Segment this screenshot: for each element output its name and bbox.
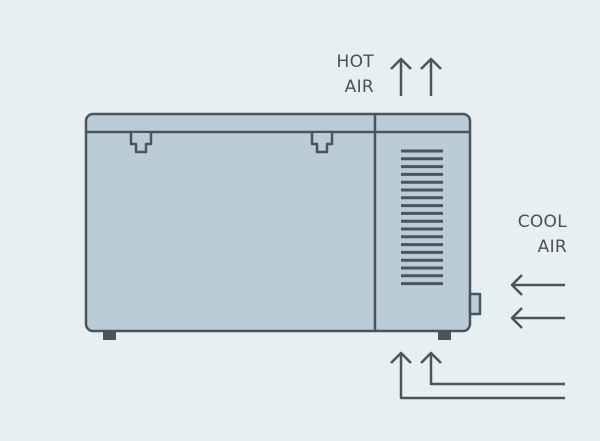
arrow-up-icon xyxy=(420,351,565,386)
hot-air-arrows xyxy=(390,57,442,96)
side-port xyxy=(468,292,482,316)
hot-air-label-line-1: HOT xyxy=(336,52,374,72)
intake-air-arrows xyxy=(390,351,565,400)
arrow-up-icon xyxy=(420,57,442,96)
foot-left xyxy=(103,331,116,340)
arrow-left-icon xyxy=(510,307,565,329)
arrow-left-icon xyxy=(510,274,565,296)
arrow-up-icon xyxy=(390,351,565,400)
foot-right xyxy=(438,331,451,340)
hinge-right xyxy=(310,133,334,154)
fridge-body xyxy=(84,112,472,333)
cool-air-arrows xyxy=(510,274,565,329)
vent-grille xyxy=(401,149,443,286)
fridge-feet xyxy=(103,331,451,340)
cool-air-label-line-2: AIR xyxy=(537,237,567,257)
cool-air-label-line-1: COOL xyxy=(517,212,567,232)
hot-air-label: HOT AIR xyxy=(318,50,374,100)
cool-air-label: COOL AIR xyxy=(490,210,567,260)
hinge-left xyxy=(129,133,153,154)
arrow-up-icon xyxy=(390,57,412,96)
hot-air-label-line-2: AIR xyxy=(344,77,374,97)
